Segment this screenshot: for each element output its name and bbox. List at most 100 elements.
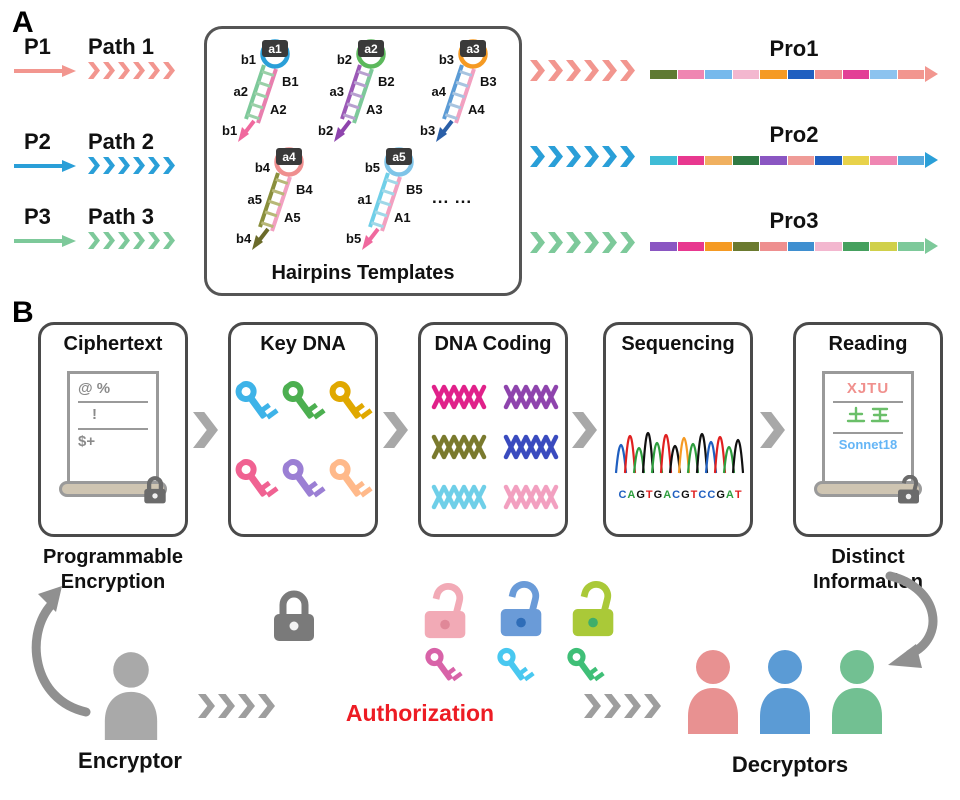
chevron-icon [88, 62, 100, 79]
chevron-icon [118, 157, 130, 174]
ciphertext-line-2: ! [92, 406, 97, 424]
pro-bar-segment [732, 241, 759, 251]
chevron-icon [118, 62, 130, 79]
decryptor-person-icon-2 [760, 650, 810, 734]
hairpin-label: b3 [439, 52, 454, 67]
chevron-icon [584, 60, 599, 81]
sequence-base: C [618, 489, 627, 501]
pro-bar-segment [705, 155, 732, 165]
pro-bar-segment [650, 155, 677, 165]
key-icon [492, 641, 542, 696]
hairpin-label: b2 [337, 52, 352, 67]
chevron-icon [133, 232, 145, 249]
chevron-icon [566, 60, 581, 81]
chevron-icon [548, 232, 563, 253]
flow-chevron-3 [572, 412, 597, 448]
chevron-icon [530, 60, 545, 81]
chromatogram [614, 432, 745, 474]
flow-chevron-2 [383, 412, 408, 448]
dna-helix-icon [503, 434, 559, 460]
pro2-bar [650, 152, 938, 168]
dna-helix-icon [503, 484, 559, 510]
hairpin-4: a4 b4 B4 a5 A5 b4 [236, 147, 313, 250]
dna-coding-title: DNA Coding [434, 333, 552, 355]
pro3-label: Pro3 [769, 208, 819, 233]
pro-bar-segment [897, 155, 924, 165]
panel-a-label: A [12, 6, 34, 39]
hairpin-label: B1 [282, 74, 299, 89]
hairpin-label: b1 [241, 52, 256, 67]
p3-arrow [14, 235, 76, 247]
pro1-bar-segments [650, 69, 925, 79]
pro-bar-segment [787, 241, 814, 251]
pro-bar-segment [842, 241, 869, 251]
path2-chevrons [88, 157, 175, 174]
ciphertext-line-3: $+ [78, 432, 96, 450]
pro-bar-segment [815, 155, 842, 165]
hairpin-label: A4 [468, 102, 485, 117]
pro-bar-segment [842, 69, 869, 79]
hairpin-label: b4 [236, 231, 252, 246]
p2-arrow [14, 160, 76, 172]
chevron-icon [163, 232, 175, 249]
pro-bar-segment [870, 155, 897, 165]
hairpin-label: A5 [284, 210, 301, 225]
chevron-icon [620, 60, 635, 81]
key-icon [420, 641, 470, 696]
pro-bar-segment [897, 241, 924, 251]
flow-chevron-4 [760, 412, 785, 448]
pro-bar-segment [815, 241, 842, 251]
sequence-base: G [653, 489, 663, 501]
open-lock-icon-pink [424, 583, 466, 639]
sequence-base: A [627, 489, 636, 501]
hairpin-label: B3 [480, 74, 497, 89]
hairpin-label: b5 [365, 160, 380, 175]
path1-label: Path 1 [88, 34, 155, 59]
authorization-chevrons-left [198, 694, 275, 718]
sequencing-title: Sequencing [621, 333, 735, 355]
path3-chevrons [88, 232, 175, 249]
chevron-icon [218, 694, 235, 718]
hairpin-label: a5 [248, 192, 262, 207]
hairpin-loop-label: a5 [392, 150, 406, 164]
chevron-icon [624, 694, 641, 718]
chevron-icon [163, 62, 175, 79]
decryptor-person-icon-1 [688, 650, 738, 734]
reading-title: Reading [828, 333, 908, 355]
ciphertext-line-1: @ % [78, 380, 111, 397]
hairpin-loop-label: a2 [364, 42, 378, 56]
chevron-icon [584, 146, 599, 167]
hairpin-label: B2 [378, 74, 395, 89]
reading-line-sonnet: Sonnet18 [838, 437, 898, 453]
encryptor-person-icon [104, 652, 158, 740]
pro-bar-segment [842, 155, 869, 165]
chevron-icon [620, 232, 635, 253]
chevron-icon [530, 146, 545, 167]
divider [833, 432, 903, 435]
closed-lock-icon [144, 476, 166, 504]
chevron-icon [548, 146, 563, 167]
decryptor-person-icon-3 [832, 650, 882, 734]
hairpin-label: a4 [432, 84, 447, 99]
pro3-chevrons [530, 232, 635, 253]
hairpin-label: B5 [406, 182, 423, 197]
sequence-base: G [681, 489, 690, 501]
chevron-icon [193, 412, 218, 448]
ciphertext-scroll-icon: @ % ! $+ [59, 371, 167, 521]
pro-bar-segment [897, 69, 924, 79]
pro2-label: Pro2 [769, 122, 819, 147]
reading-line-xjtu: XJTU [846, 380, 890, 397]
hairpin-loop-label: a3 [466, 42, 480, 56]
chevron-icon [148, 232, 160, 249]
chevron-icon [258, 694, 275, 718]
dna-coding-box: DNA Coding [418, 322, 568, 537]
dna-helix-icon [503, 384, 559, 410]
chevron-icon [760, 412, 785, 448]
sequence-base: T [690, 489, 698, 501]
hairpin-label: a2 [234, 84, 248, 99]
sequence-base: A [663, 489, 672, 501]
hairpin-loop-label: a1 [268, 42, 282, 56]
pro2-bar-arrowhead [925, 152, 938, 168]
key-icon [277, 373, 334, 435]
